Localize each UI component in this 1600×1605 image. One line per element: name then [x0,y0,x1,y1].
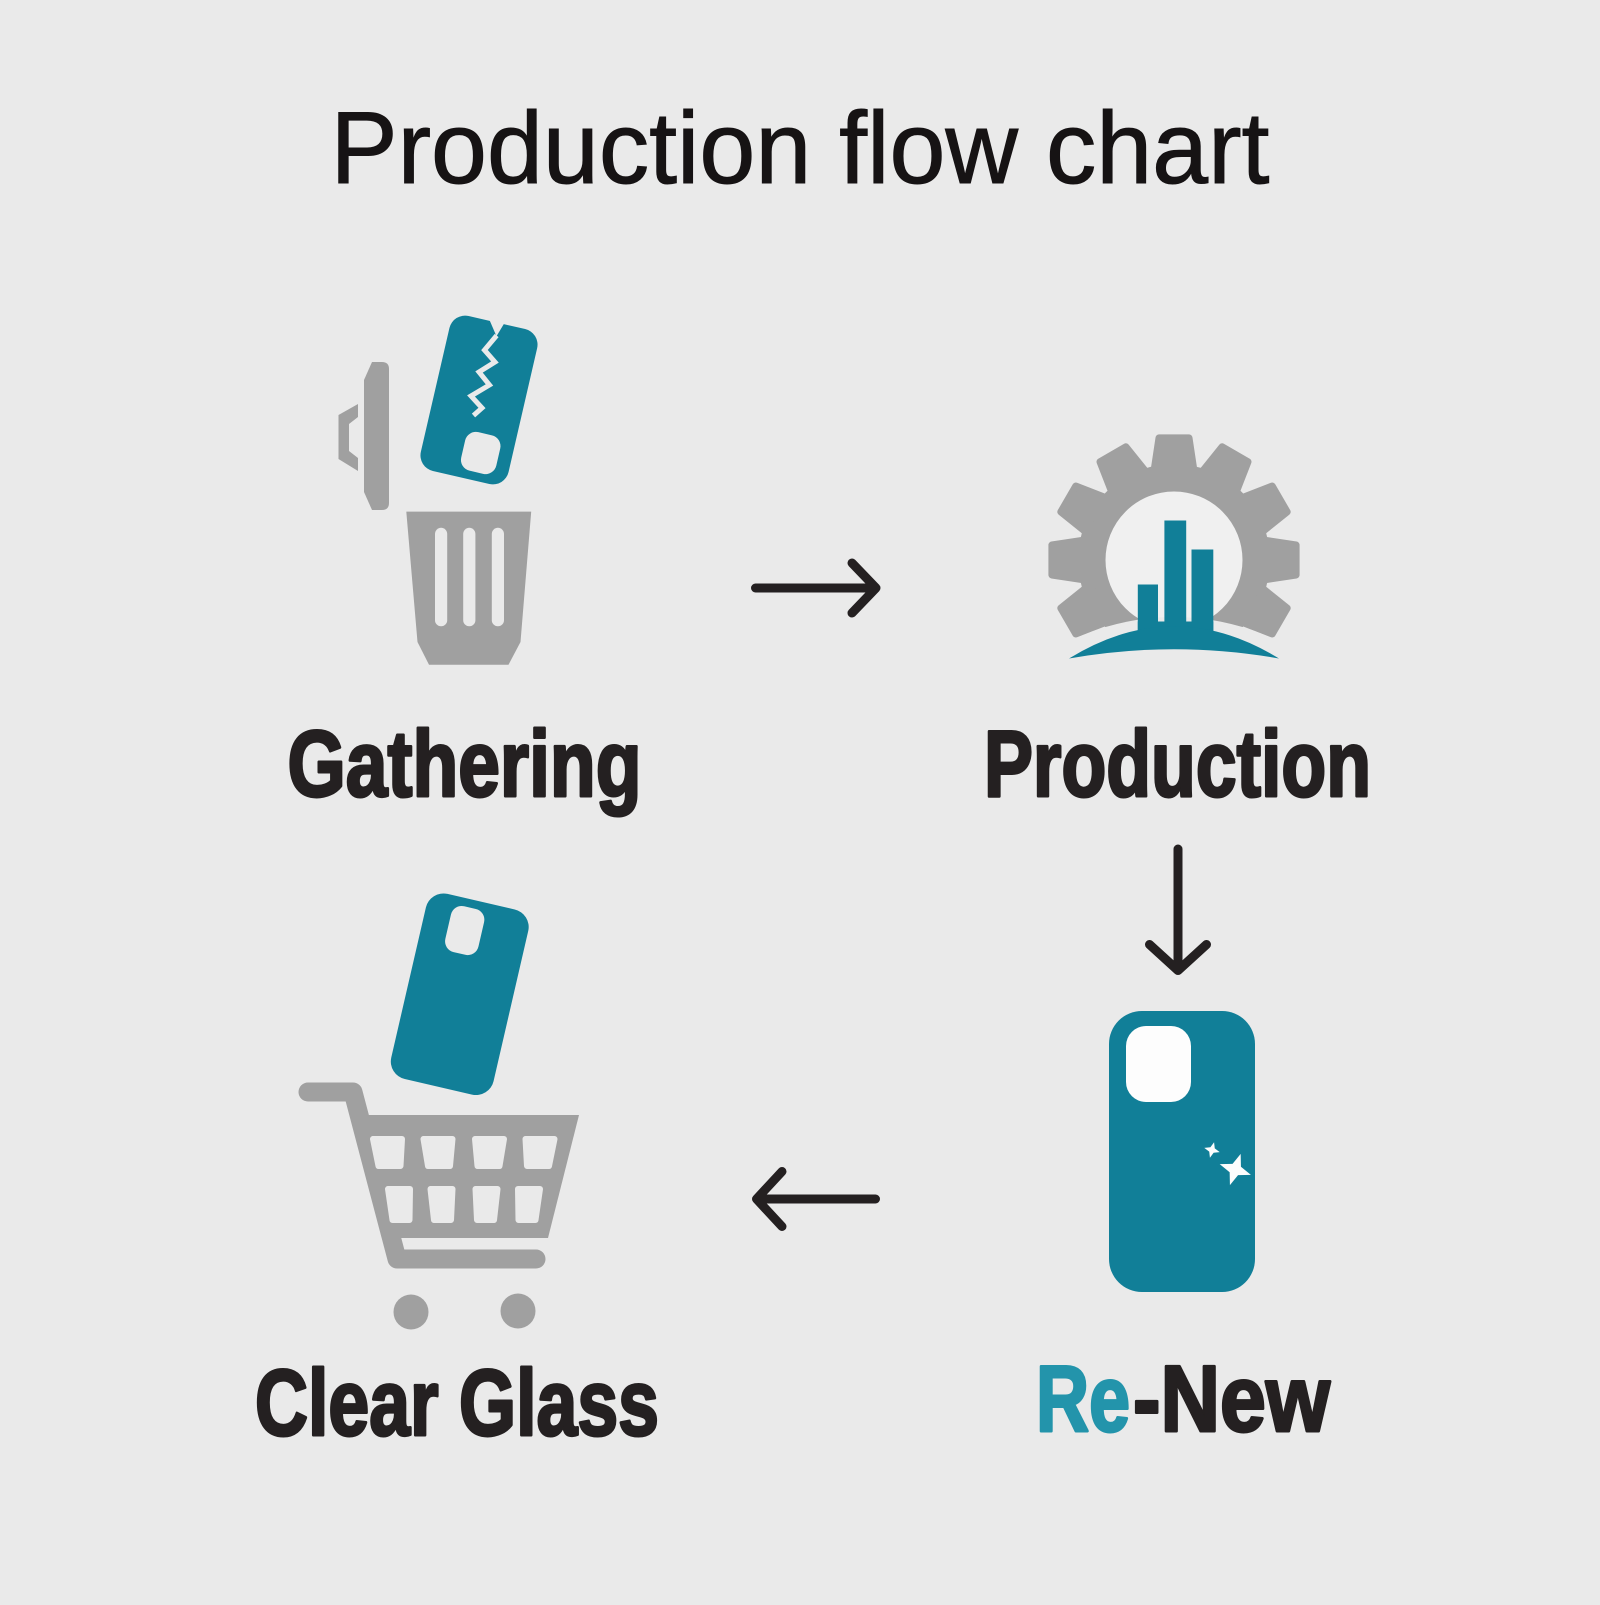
svg-text:Production: Production [984,711,1371,816]
svg-text:Re: Re [1036,1346,1130,1451]
svg-text:-New: -New [1133,1346,1331,1451]
svg-text:Production flow chart: Production flow chart [331,91,1270,205]
svg-text:Clear Glass: Clear Glass [255,1350,659,1455]
svg-text:Gathering: Gathering [288,711,642,816]
